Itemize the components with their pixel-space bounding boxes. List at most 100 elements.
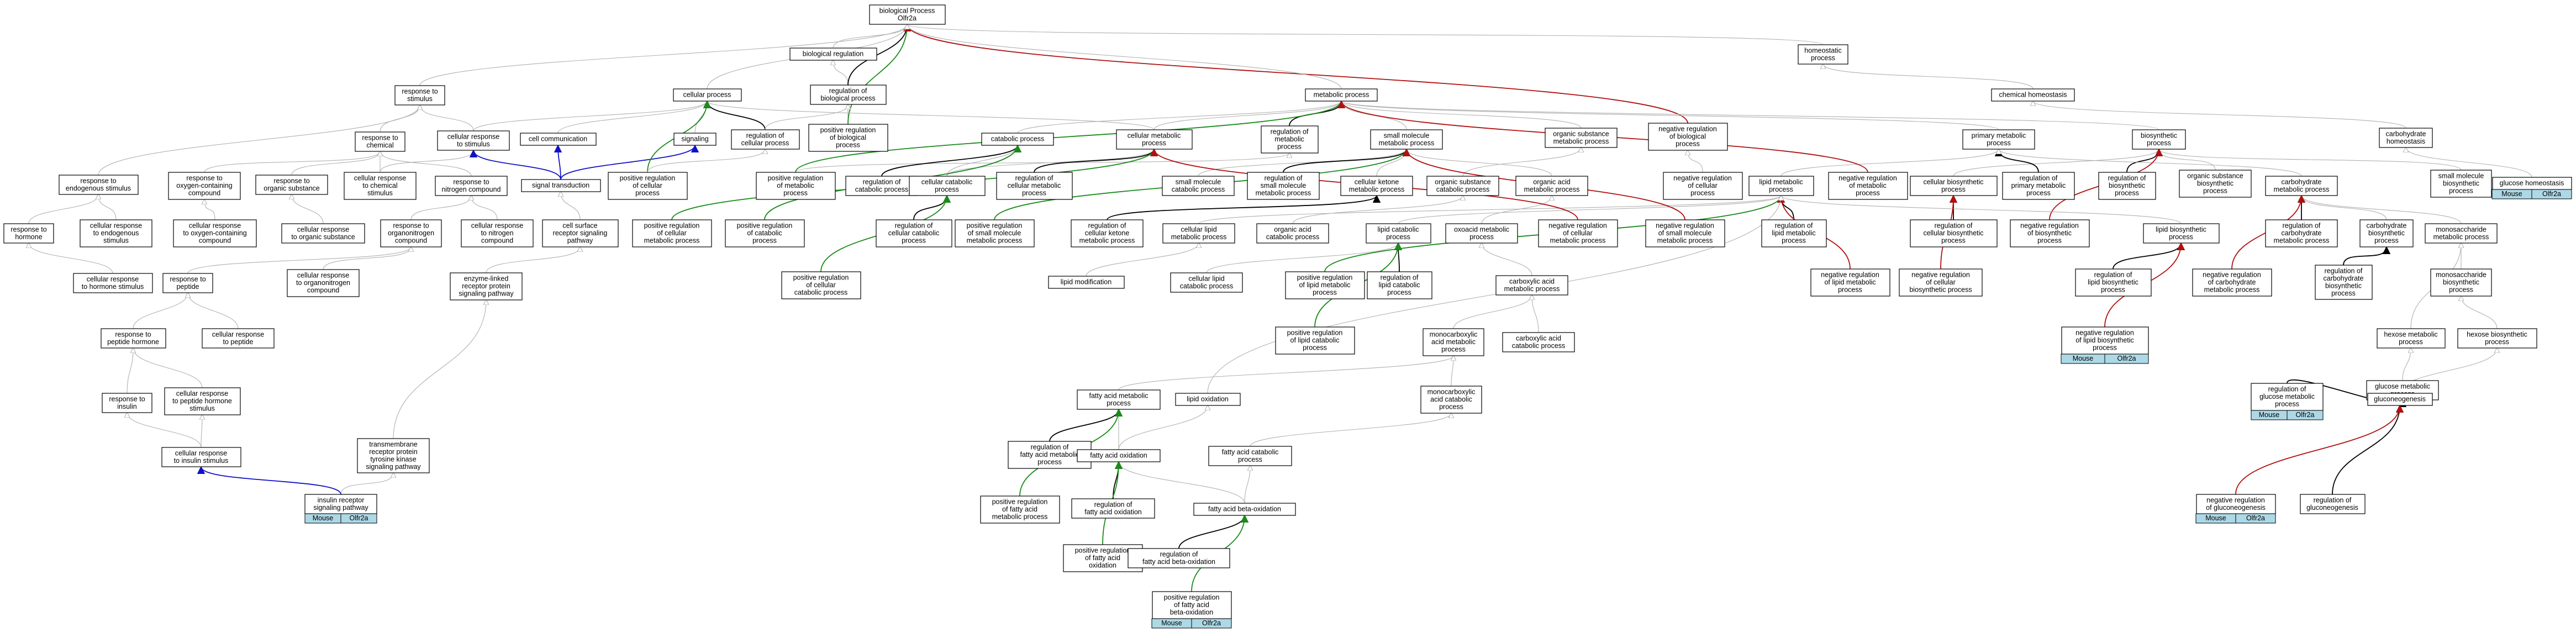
go-term-chemhomeo[interactable]: chemical homeostasis: [1991, 88, 2075, 102]
go-term-regcarbbiosyn[interactable]: regulation ofcarbohydratebiosyntheticpro…: [2315, 265, 2373, 300]
go-term-fabetaox[interactable]: fatty acid beta-oxidation: [1193, 503, 1296, 516]
go-term-cellproc[interactable]: cellular process: [673, 88, 742, 102]
go-term-cellcomm[interactable]: cell communication: [520, 133, 597, 146]
go-term-lipidox[interactable]: lipid oxidation: [1175, 393, 1241, 406]
go-term-faox[interactable]: fatty acid oxidation: [1077, 449, 1161, 462]
go-term-metab[interactable]: metabolic process: [1305, 88, 1378, 102]
go-term-catab[interactable]: catabolic process: [981, 133, 1054, 146]
go-term-breg[interactable]: biological regulation: [789, 48, 877, 61]
go-term-gluconeo[interactable]: gluconeogenesis: [2367, 393, 2433, 406]
go-term-signaling[interactable]: signaling: [673, 133, 717, 146]
